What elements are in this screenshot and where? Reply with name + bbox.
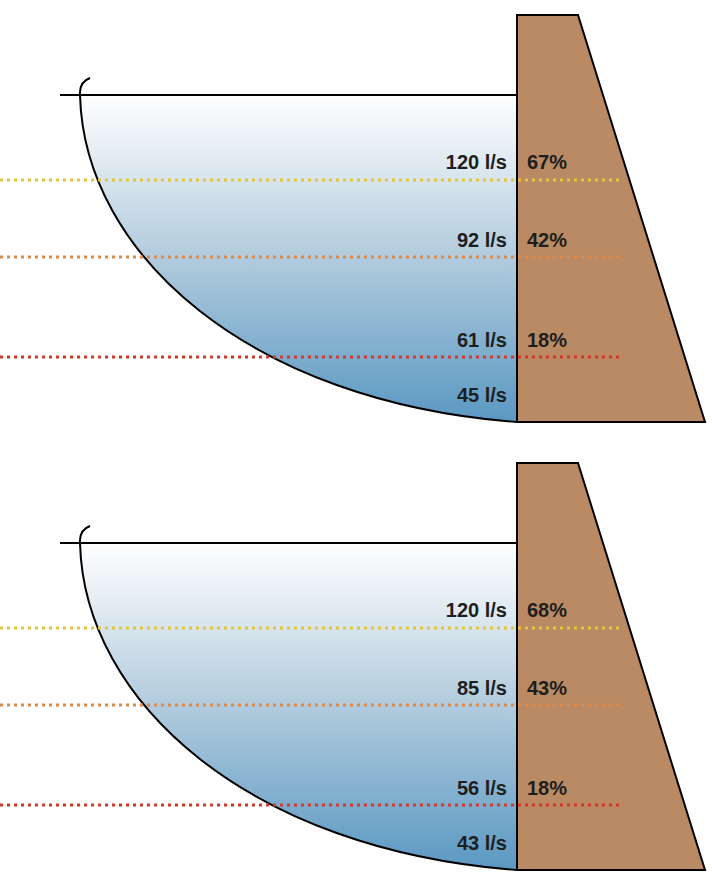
fill-percent: 68%: [527, 598, 567, 622]
level-line: [0, 627, 622, 630]
dam-wall: [517, 15, 705, 422]
flow-rate: 56 l/s: [457, 776, 507, 800]
level-line: [0, 704, 622, 707]
fill-percent: 42%: [527, 228, 567, 252]
reservoir-bed: [80, 78, 517, 422]
flow-rate: 61 l/s: [457, 328, 507, 352]
fill-percent: 43%: [527, 676, 567, 700]
level-line: [0, 356, 622, 359]
reservoir-bed: [80, 526, 517, 870]
level-line: [0, 179, 622, 182]
fill-percent: 18%: [527, 328, 567, 352]
fill-percent: 67%: [527, 150, 567, 174]
flow-rate: 120 l/s: [446, 150, 507, 174]
flow-rate: 45 l/s: [457, 383, 507, 407]
water-surface: [60, 542, 517, 544]
flow-rate: 120 l/s: [446, 598, 507, 622]
level-line: [0, 804, 622, 807]
level-line: [0, 256, 622, 259]
flow-rate: 92 l/s: [457, 228, 507, 252]
fill-percent: 18%: [527, 776, 567, 800]
top-panel: [0, 15, 705, 422]
flow-rate: 85 l/s: [457, 676, 507, 700]
flow-rate: 43 l/s: [457, 831, 507, 855]
dam-wall: [517, 463, 705, 870]
water-surface: [60, 94, 517, 96]
bottom-panel: [0, 463, 705, 870]
